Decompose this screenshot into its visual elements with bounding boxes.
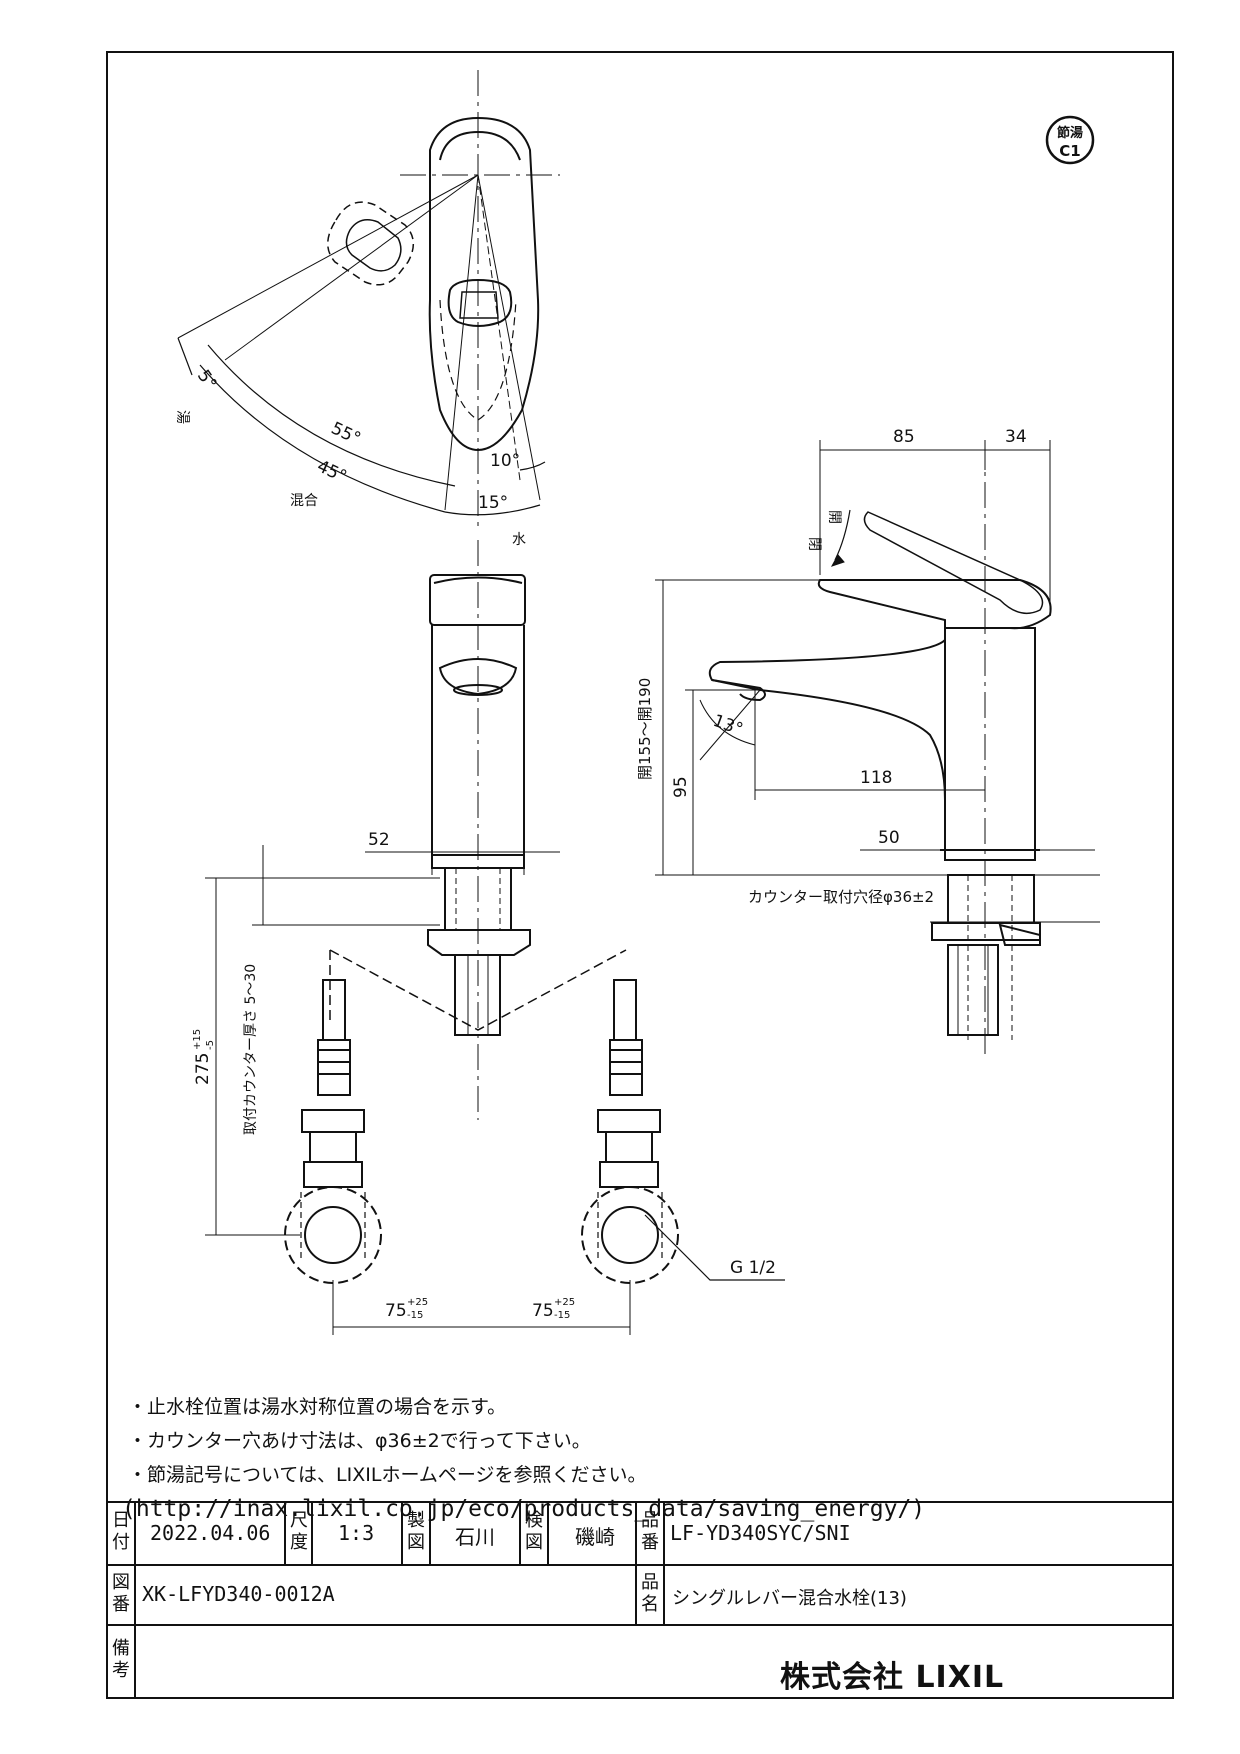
label-close: 閉 — [806, 537, 822, 551]
product-no-label: 品番 — [639, 1510, 661, 1554]
remarks-label-text: 備考 — [112, 1638, 130, 1681]
badge-line1: 節湯 — [1057, 125, 1083, 141]
front-view — [205, 540, 785, 1335]
product-no-value: LF-YD340SYC/SNI — [670, 1521, 851, 1545]
angle-13: 13° — [710, 711, 745, 740]
dim-75-right: 75 — [532, 1301, 554, 1321]
dim-85: 85 — [893, 427, 915, 447]
product-name-value: シングルレバー混合水栓(13) — [672, 1588, 907, 1609]
angle-15: 15° — [478, 493, 508, 513]
water-saving-badge: 節湯 C1 — [1045, 115, 1095, 165]
product-name-label-text: 品名 — [641, 1572, 659, 1615]
remarks-label: 備考 — [110, 1638, 132, 1682]
checked-value: 磯崎 — [575, 1525, 615, 1549]
note-3: ・節湯記号については、LIXILホームページを参照ください。 — [128, 1464, 647, 1486]
badge-line2: C1 — [1059, 142, 1080, 160]
drawing-no-value: XK-LFYD340-0012A — [142, 1582, 335, 1606]
checked-label: 検図 — [523, 1510, 545, 1554]
drawing-no-label: 図番 — [110, 1572, 132, 1616]
label-open: 開 — [826, 510, 842, 524]
product-no-label-text: 品番 — [641, 1510, 659, 1553]
dim-75-left-tol-minus: -15 — [407, 1310, 423, 1321]
label-mixed: 混合 — [290, 493, 318, 509]
label-hot: 湯 — [174, 410, 191, 424]
note-1: ・止水栓位置は湯水対称位置の場合を示す。 — [128, 1396, 507, 1418]
scale-value: 1:3 — [338, 1521, 375, 1545]
dim-275-tol-plus: +15 — [192, 1029, 203, 1050]
dim-75-left: 75 — [385, 1301, 407, 1321]
thread-spec: G 1/2 — [730, 1258, 776, 1278]
drawn-value: 石川 — [455, 1525, 495, 1549]
note-2: ・カウンター穴あけ寸法は、φ36±2で行って下さい。 — [128, 1430, 591, 1452]
dim-275: 275 — [193, 1053, 213, 1085]
dim-34: 34 — [1005, 427, 1027, 447]
counter-hole: カウンター取付穴径φ36±2 — [748, 888, 934, 906]
dim-50: 50 — [878, 828, 900, 848]
title-block-grid — [106, 1501, 1174, 1699]
scale-label-text: 尺度 — [290, 1510, 308, 1553]
side-view — [655, 440, 1100, 1055]
drawn-label-text: 製図 — [407, 1510, 425, 1553]
dim-75-right-tol-plus: +25 — [554, 1297, 575, 1308]
dim-height: 開155～開190 — [636, 678, 654, 780]
dim-275-tol-minus: -5 — [205, 1040, 216, 1050]
angle-5: 5° — [193, 366, 220, 393]
drawing-no-label-text: 図番 — [112, 1572, 130, 1615]
scale-label: 尺度 — [288, 1510, 310, 1554]
top-view — [177, 70, 560, 530]
counter-thickness: 取付カウンター厚さ 5～30 — [243, 964, 259, 1135]
notes-block: ・止水栓位置は湯水対称位置の場合を示す。 ・カウンター穴あけ寸法は、φ36±2で… — [122, 1390, 1128, 1526]
dim-52: 52 — [368, 830, 390, 850]
angle-45: 45° — [314, 456, 350, 487]
drawn-label: 製図 — [405, 1510, 427, 1554]
note-url: (http://inax.lixil.co.jp/eco/products_da… — [122, 1496, 926, 1522]
product-name-label: 品名 — [639, 1572, 661, 1616]
dim-118: 118 — [860, 768, 892, 788]
company-name: 株式会社 LIXIL — [780, 1660, 1005, 1695]
dim-75-left-tol-plus: +25 — [407, 1297, 428, 1308]
date-value: 2022.04.06 — [150, 1521, 271, 1545]
dim-75-right-tol-minus: -15 — [554, 1310, 570, 1321]
label-cold: 水 — [512, 532, 526, 548]
angle-10: 10° — [490, 451, 520, 471]
dim-95: 95 — [671, 776, 691, 798]
date-label-text: 日付 — [112, 1510, 130, 1553]
date-label: 日付 — [110, 1510, 132, 1554]
checked-label-text: 検図 — [525, 1510, 543, 1553]
